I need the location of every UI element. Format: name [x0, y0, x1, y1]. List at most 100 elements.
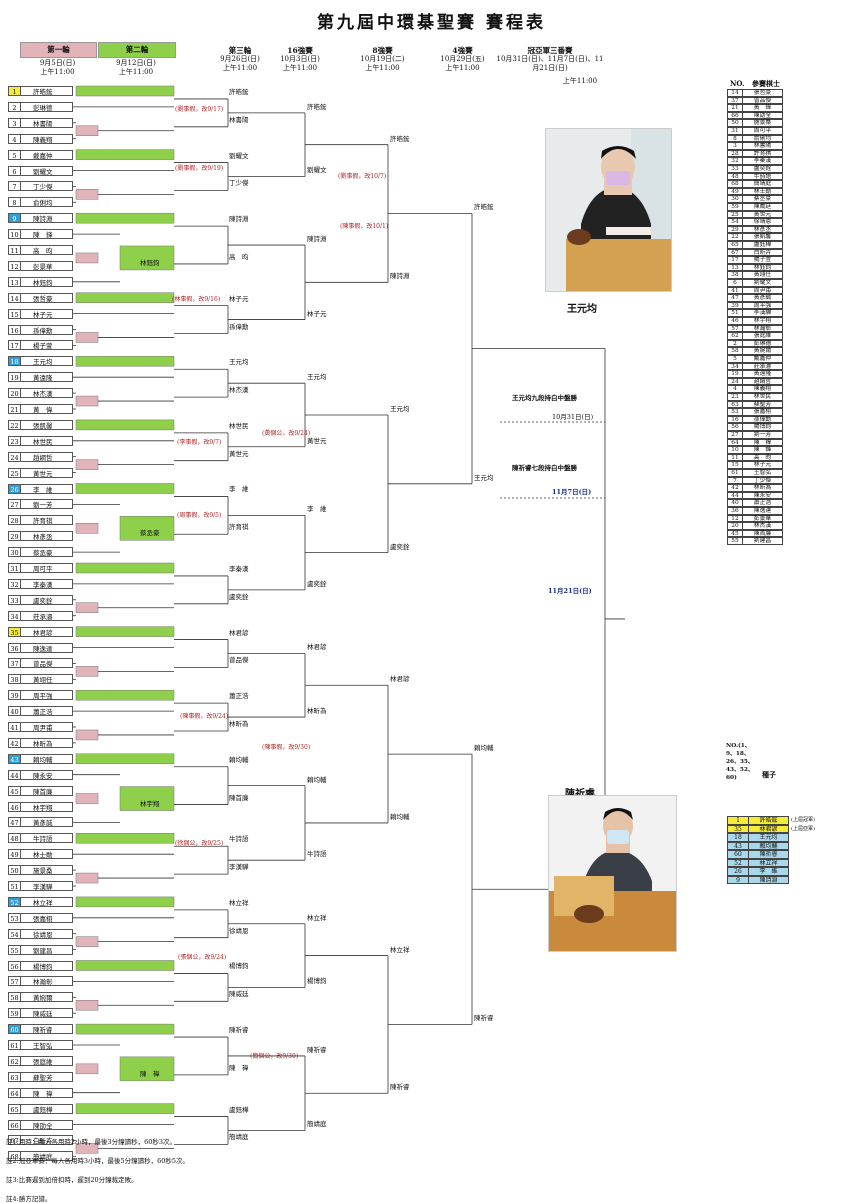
- seat-no: 13: [727, 263, 743, 272]
- seat-name: 周平強: [743, 301, 783, 310]
- seat-no: 8: [727, 134, 743, 143]
- player-no: 33: [8, 594, 21, 605]
- round1-date: 9月5日(日)上午11:00: [39, 59, 76, 76]
- seat-no: 14: [727, 89, 743, 97]
- round1-header: 第一輪: [20, 42, 97, 58]
- player-no: 38: [8, 674, 21, 685]
- round2-bye-bar: [75, 689, 175, 701]
- schedule-note: (陳事假，改9/30): [262, 744, 311, 751]
- schedule-note: (黃個公，改9/24): [262, 430, 311, 437]
- round3-winner: 徐靖恩: [229, 926, 249, 935]
- seat-name: 陳 鋒: [743, 446, 783, 454]
- footnote: 註1:用時：每人各用時2小時，最後3分鐘讀秒，60秒3次。: [6, 1138, 177, 1146]
- seat-no: 32: [727, 157, 743, 165]
- player-no: 64: [8, 1087, 21, 1098]
- seed-no: 52: [727, 858, 749, 867]
- player-no: 8: [8, 197, 21, 208]
- player-no: 12: [8, 260, 21, 271]
- player-no: 5: [8, 149, 21, 160]
- seat-name: 陳首廉: [743, 529, 783, 538]
- round2-winner: 陳 禕: [140, 1069, 160, 1078]
- round2-bye-bar: [75, 562, 175, 574]
- round16-winner: 林子元: [307, 309, 327, 318]
- player-no: 51: [8, 881, 21, 891]
- seat-no: 3: [727, 142, 743, 150]
- player-name: 周尹甫: [21, 722, 73, 732]
- final-game2-result: 陳祈睿七段持白中盤勝: [512, 464, 577, 472]
- round2-bye-bar: [75, 85, 175, 97]
- round2-bye-bar: [75, 753, 175, 765]
- player-no: 21: [8, 404, 21, 414]
- player-name: 孫偉勳: [21, 324, 73, 335]
- seat-name: 莊承濬: [743, 362, 783, 371]
- seed-no: 9: [727, 875, 749, 884]
- seat-no: 31: [727, 127, 743, 135]
- round2-bye-bar: [75, 149, 175, 160]
- round2-bye-bar: [75, 356, 175, 367]
- player-no: 7: [8, 181, 21, 192]
- round16-winner: 李 維: [307, 505, 327, 514]
- player-name: 林君諺: [21, 626, 73, 637]
- player-no: 19: [8, 372, 21, 383]
- player-no: 2: [8, 101, 21, 112]
- seed-name: 王元均: [749, 833, 789, 842]
- seat-no: 54: [727, 218, 743, 226]
- round3-winner: 楊博鈞: [229, 962, 249, 971]
- seat-no: 44: [727, 491, 743, 500]
- seat-name: 蘇聖芳: [743, 400, 783, 409]
- round8-winner: 王元均: [390, 404, 410, 413]
- player-name: 林士勛: [21, 849, 73, 860]
- seat-no: 55: [727, 537, 743, 545]
- round16-winner: 林昕為: [307, 707, 327, 716]
- round1-match-box: [75, 395, 99, 407]
- player-no: 45: [8, 785, 21, 796]
- round3-winner: 林昕為: [229, 720, 249, 728]
- player-photo-icon: [549, 796, 676, 951]
- round2-match-box: [119, 786, 175, 811]
- round2-date: 9月12日(日)上午11:00: [116, 59, 156, 76]
- final-game2-date: 11月7日(日): [552, 488, 592, 496]
- player-no: 37: [8, 658, 21, 669]
- schedule-note: (劉事假，改9/19): [175, 165, 224, 172]
- player-no: 60: [8, 1024, 21, 1035]
- schedule-note: (陳事假，改10/1): [340, 223, 389, 230]
- round8-winner: 林君諺: [390, 675, 410, 684]
- player-name: 陳永安: [21, 769, 73, 780]
- player-no: 27: [8, 499, 21, 510]
- seat-no: 16: [727, 415, 743, 424]
- seat-name: 黃彥誠: [743, 294, 783, 302]
- seed-header-nos: NO.(1、9、18、26、35、43、52、60): [726, 743, 754, 781]
- round4-winner: 陳祈睿: [474, 1014, 494, 1023]
- round3-winner: 陳 禕: [229, 1063, 249, 1072]
- seat-name: 蕭正浩: [743, 499, 783, 507]
- seed-remark: (上屆冠軍): [791, 816, 815, 825]
- seed-no: 35: [727, 824, 749, 833]
- player-name: 李 維: [21, 483, 73, 494]
- round2-bye-bar: [75, 960, 175, 971]
- seat-name: 孫偉勳: [743, 415, 783, 424]
- round8-winner: 賴均輔: [390, 812, 410, 821]
- seat-name: 戴嘉仲: [743, 355, 783, 363]
- seed-name: 陳詩淵: [749, 875, 789, 884]
- player-name: 張嘉栩: [21, 912, 73, 923]
